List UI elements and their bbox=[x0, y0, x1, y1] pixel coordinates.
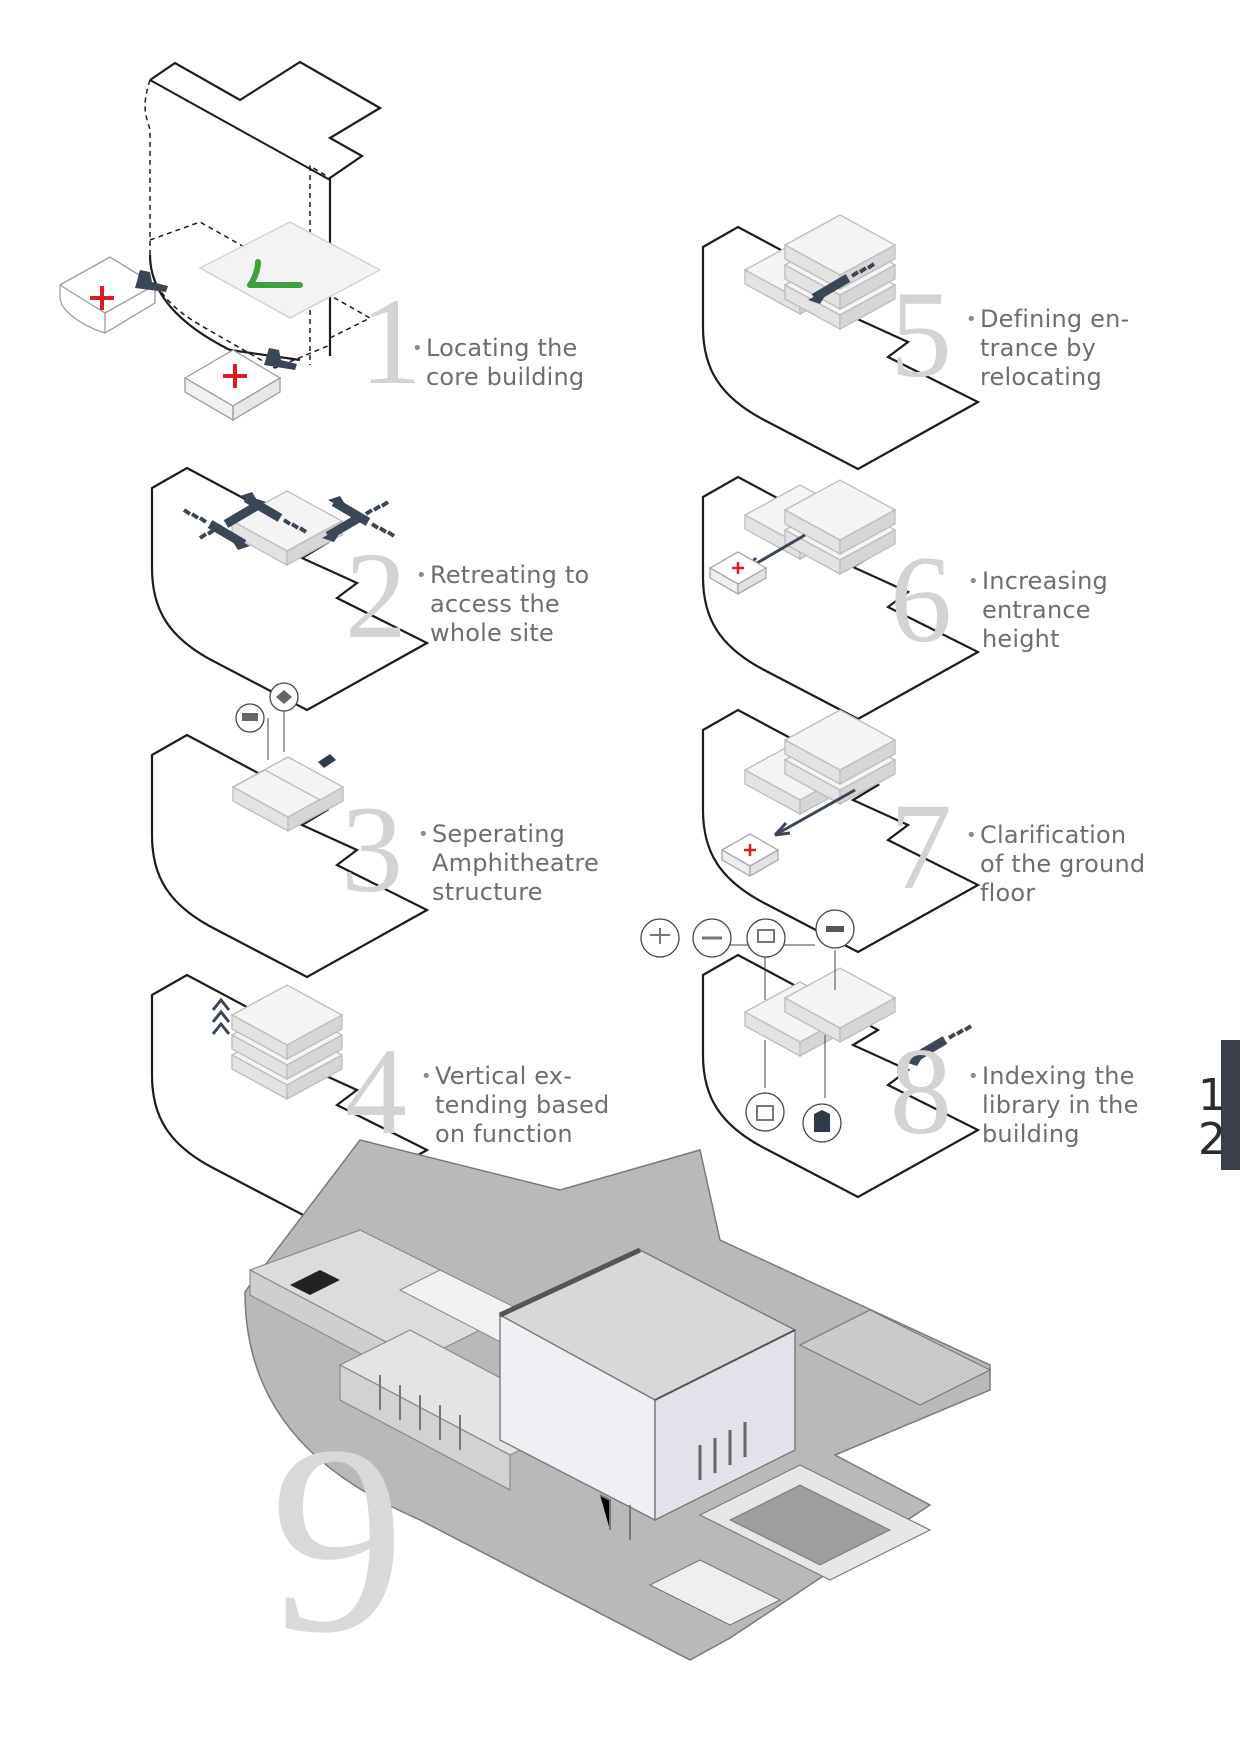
step-5-caption: • Defining en- trance by relocating bbox=[966, 305, 1130, 392]
step-3-drawing bbox=[150, 682, 429, 979]
bullet-dot: • bbox=[416, 565, 427, 586]
red-cross-box-icon bbox=[183, 349, 282, 422]
caption-text: Increasing entrance height bbox=[982, 567, 1108, 653]
bullet-dot: • bbox=[418, 824, 429, 845]
vertical-arrows-icon bbox=[211, 997, 231, 1035]
bullet-dot: • bbox=[412, 338, 423, 359]
marker-icon bbox=[318, 754, 336, 768]
caption-text: Clarification of the ground floor bbox=[980, 821, 1146, 907]
step-number-1: 1 bbox=[360, 273, 422, 410]
page-tab bbox=[1221, 1040, 1240, 1170]
step-number-6: 6 bbox=[890, 531, 952, 668]
step-number-7: 7 bbox=[890, 778, 952, 915]
footprint-icon bbox=[264, 348, 297, 370]
bullet-dot: • bbox=[968, 571, 979, 592]
step-number-4: 4 bbox=[345, 1023, 407, 1160]
arrow-icon bbox=[773, 821, 791, 837]
caption-text: Vertical ex- tending based on function bbox=[435, 1062, 610, 1148]
step-7-drawing bbox=[701, 708, 980, 954]
caption-text: Defining en- trance by relocating bbox=[980, 305, 1130, 391]
caption-text: Retreating to access the whole site bbox=[430, 561, 590, 647]
footprint-icon bbox=[135, 270, 168, 292]
step-2-caption: • Retreating to access the whole site bbox=[416, 561, 590, 648]
bullet-dot: • bbox=[966, 309, 977, 330]
step-number-2: 2 bbox=[345, 527, 407, 664]
step-4-drawing bbox=[150, 973, 429, 1219]
step-1-drawing bbox=[59, 60, 383, 422]
step-number-9: 9 bbox=[270, 1390, 405, 1689]
bullet-dot: • bbox=[968, 1066, 979, 1087]
step-number-3: 3 bbox=[341, 781, 403, 918]
step-3-caption: • Seperating Amphitheatre structure bbox=[418, 820, 599, 907]
step-6-caption: • Increasing entrance height bbox=[968, 567, 1108, 654]
archive-icon bbox=[745, 1092, 785, 1132]
step-4-caption: • Vertical ex- tending based on function bbox=[421, 1062, 610, 1149]
step-number-8: 8 bbox=[890, 1023, 952, 1160]
caption-text: Indexing the library in the building bbox=[982, 1062, 1139, 1148]
page-number-digit-2: 2 bbox=[1198, 1114, 1226, 1165]
step-6-drawing bbox=[701, 475, 980, 721]
caption-text: Seperating Amphitheatre structure bbox=[432, 820, 599, 906]
step-8-drawing bbox=[640, 909, 980, 1199]
green-check-icon bbox=[247, 259, 303, 288]
page-number-digit-1: 1 bbox=[1198, 1070, 1226, 1121]
step-7-caption: • Clarification of the ground floor bbox=[966, 821, 1146, 908]
bullet-dot: • bbox=[421, 1066, 432, 1087]
step-1-caption: • Locating the core building bbox=[412, 334, 585, 392]
bullet-dot: • bbox=[966, 825, 977, 846]
page-number: 1 2 bbox=[1192, 1074, 1232, 1162]
red-cross-box-icon bbox=[59, 256, 156, 334]
caption-text: Locating the core building bbox=[426, 334, 585, 391]
step-8-caption: • Indexing the library in the building bbox=[968, 1062, 1139, 1149]
step-number-5: 5 bbox=[890, 266, 952, 403]
classroom-icon bbox=[746, 918, 786, 958]
step-9-axonometric bbox=[244, 1139, 992, 1661]
